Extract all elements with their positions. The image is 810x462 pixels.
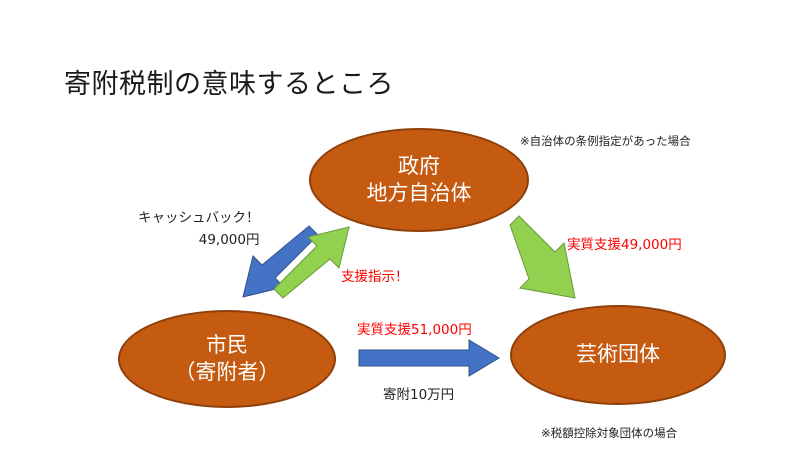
ordinance-note: ※自治体の条例指定があった場合 xyxy=(520,134,691,148)
donation-label: 寄附10万円 xyxy=(383,387,455,403)
citizen-label-2: （寄附者） xyxy=(174,360,280,384)
cashback-label-line1: キャッシュバック！ xyxy=(138,210,260,226)
cashback-label: キャッシュバック！ 49,000円 xyxy=(138,208,260,251)
support-49000-label: 実質支援49,000円 xyxy=(567,237,682,253)
instruction-arrow xyxy=(273,226,350,299)
page-title: 寄附税制の意味するところ xyxy=(64,69,394,100)
cashback-arrow xyxy=(242,225,319,298)
instruction-label: 支援指示！ xyxy=(341,269,409,285)
arts-label: 芸術団体 xyxy=(576,342,660,367)
tax-credit-note: ※税額控除対象団体の場合 xyxy=(541,426,678,440)
citizen-label-1: 市民 xyxy=(206,332,248,357)
arts-organization-node: 芸術団体 xyxy=(510,305,726,405)
government-label-1: 政府 xyxy=(398,153,440,178)
support-arrow xyxy=(509,215,576,299)
support-51000-label: 実質支援51,000円 xyxy=(357,322,472,338)
government-label-2: 地方自治体 xyxy=(366,181,472,205)
donation-arrow xyxy=(358,339,500,377)
cashback-label-line2: 49,000円 xyxy=(198,231,260,248)
citizen-node: 市民 （寄附者） xyxy=(118,310,336,408)
government-node: 政府 地方自治体 xyxy=(309,128,529,232)
